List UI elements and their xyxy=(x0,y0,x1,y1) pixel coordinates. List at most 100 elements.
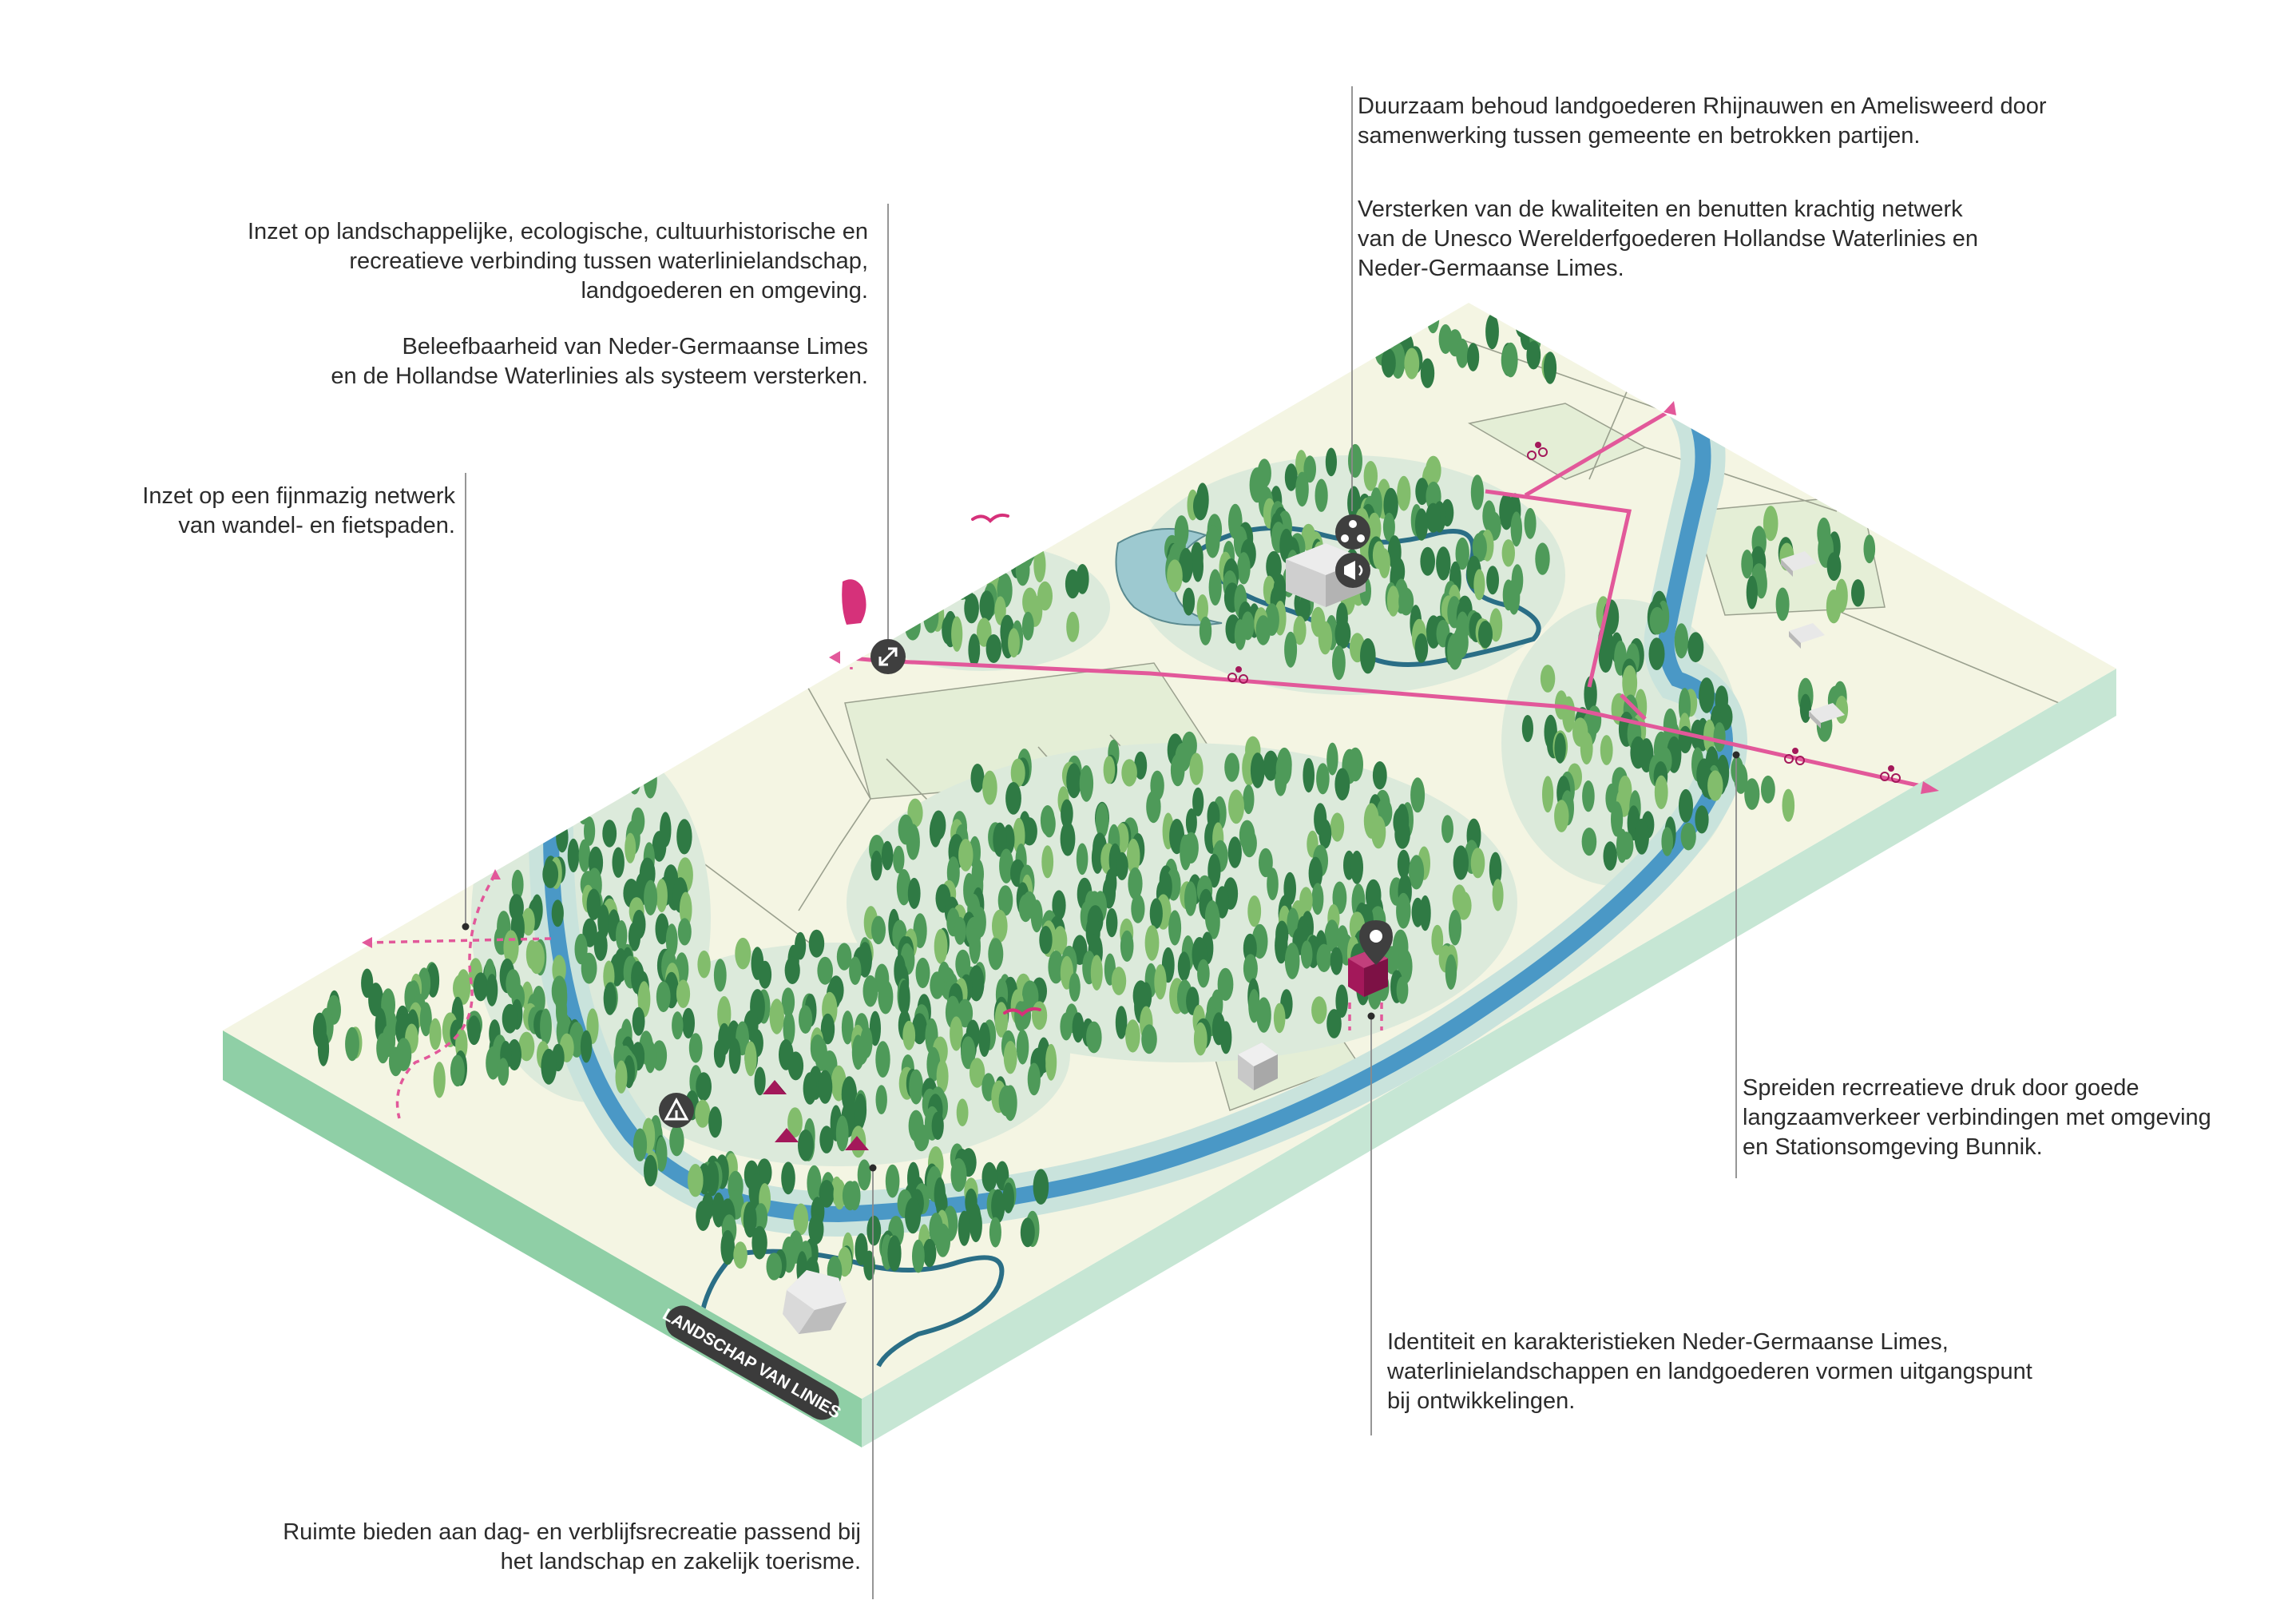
tree xyxy=(1295,471,1309,507)
tree xyxy=(1016,1029,1029,1065)
tree xyxy=(1554,800,1569,832)
tree xyxy=(498,1058,510,1086)
tree xyxy=(1008,628,1020,658)
tree xyxy=(1326,1009,1342,1038)
tree xyxy=(1363,461,1378,491)
tree xyxy=(887,1235,902,1272)
tree xyxy=(643,761,657,799)
tree xyxy=(892,544,906,581)
tree xyxy=(1555,306,1571,342)
tree xyxy=(1489,852,1502,888)
tree xyxy=(906,824,920,860)
tree xyxy=(1348,443,1362,478)
tree xyxy=(911,1013,927,1045)
tree xyxy=(516,784,533,818)
tree xyxy=(958,1210,971,1246)
tree xyxy=(1472,533,1487,562)
tree xyxy=(1041,845,1054,879)
tree xyxy=(1746,575,1758,609)
tree xyxy=(849,956,862,985)
tree xyxy=(1492,879,1504,911)
tree xyxy=(1370,816,1386,849)
tree xyxy=(1189,752,1204,785)
tree xyxy=(1076,843,1089,875)
tree xyxy=(581,952,597,984)
tree xyxy=(1060,821,1076,856)
tree xyxy=(677,918,692,946)
tree xyxy=(521,907,535,936)
tree xyxy=(950,1016,963,1051)
tree xyxy=(1146,790,1161,824)
tree xyxy=(672,1011,684,1040)
tree xyxy=(612,847,625,878)
tree xyxy=(1414,508,1429,541)
tree xyxy=(1003,1085,1017,1122)
tree xyxy=(517,801,532,829)
tree xyxy=(735,937,751,970)
tree xyxy=(1027,1062,1041,1096)
tree xyxy=(507,807,521,836)
tree xyxy=(486,974,498,1007)
tree xyxy=(803,1072,817,1105)
tree xyxy=(490,833,502,864)
tree xyxy=(1415,478,1430,506)
tree xyxy=(1250,752,1265,788)
tree xyxy=(1397,475,1411,511)
tree xyxy=(708,1106,722,1138)
tree xyxy=(1205,525,1220,558)
tree xyxy=(1184,881,1197,916)
tree xyxy=(958,839,974,872)
tree xyxy=(1168,910,1182,946)
annotation-identiteit: Identiteit en karakteristieken Neder-Ger… xyxy=(1387,1329,2032,1414)
tree xyxy=(842,1181,859,1211)
tree xyxy=(1069,972,1081,1002)
tree xyxy=(871,915,886,945)
tree xyxy=(1185,808,1197,836)
tree xyxy=(713,959,727,992)
tree xyxy=(1091,841,1104,874)
tree xyxy=(1394,819,1410,849)
tree xyxy=(818,1070,833,1104)
tree xyxy=(1524,507,1537,539)
tree xyxy=(1053,926,1068,955)
tree xyxy=(1600,735,1613,765)
tree xyxy=(1266,550,1282,582)
tree xyxy=(784,956,800,984)
tree xyxy=(1409,855,1425,890)
tree xyxy=(1199,616,1212,645)
tree xyxy=(1180,834,1192,871)
tree xyxy=(625,832,636,864)
building-house xyxy=(1238,1042,1278,1090)
tree xyxy=(954,916,966,945)
tree xyxy=(970,1208,982,1243)
tree xyxy=(1414,633,1429,663)
tree xyxy=(1219,1021,1232,1054)
tree xyxy=(1826,552,1842,582)
tree xyxy=(954,565,970,600)
tree xyxy=(1695,805,1709,834)
tree xyxy=(1486,566,1499,595)
tree xyxy=(1470,474,1484,510)
tree xyxy=(922,530,938,564)
tree xyxy=(676,819,692,855)
tree xyxy=(1707,770,1723,801)
tree xyxy=(560,760,575,792)
tree xyxy=(819,1126,834,1153)
tree xyxy=(1455,537,1469,570)
tree xyxy=(866,1215,882,1246)
tree xyxy=(557,729,573,764)
tree xyxy=(1015,554,1030,586)
tree xyxy=(744,1041,757,1077)
cyclist-icon xyxy=(1227,442,1901,783)
tree xyxy=(1106,907,1118,938)
tree xyxy=(1005,782,1021,815)
tree xyxy=(1863,534,1876,564)
tree xyxy=(930,971,945,999)
tree xyxy=(1553,303,1569,325)
tree xyxy=(1299,594,1311,621)
tree xyxy=(608,721,621,750)
tree xyxy=(993,822,1007,857)
tree xyxy=(1228,789,1244,824)
tree xyxy=(669,1125,684,1157)
tree xyxy=(1243,954,1258,983)
